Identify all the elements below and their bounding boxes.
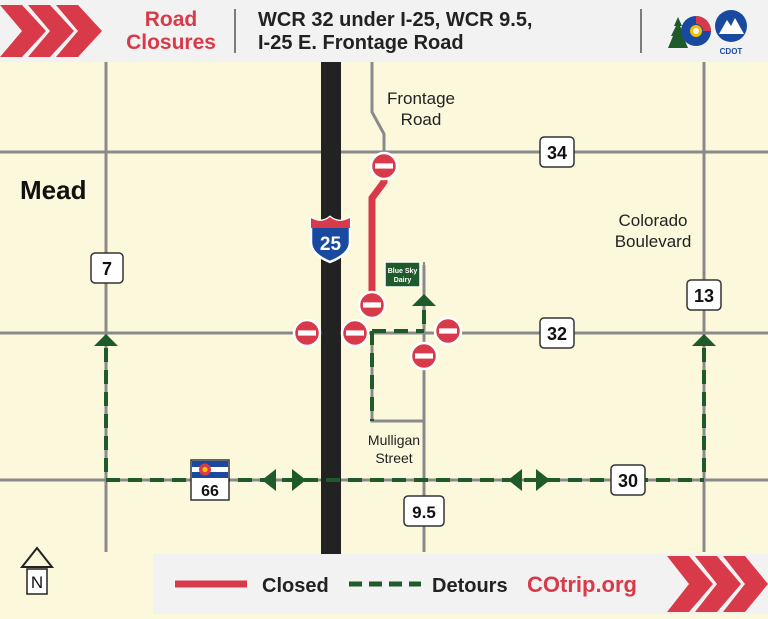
header-title: Road — [145, 8, 198, 31]
interstate-number: 25 — [320, 234, 342, 255]
cotrip-website: COtrip.org — [527, 572, 637, 597]
chevron-icon — [695, 556, 741, 612]
svg-text:7: 7 — [102, 259, 112, 279]
header-bar: Road Closures WCR 32 under I-25, WCR 9.5… — [0, 0, 768, 62]
north-arrow-icon — [19, 546, 55, 568]
interstate-shield: 25 — [309, 215, 352, 264]
mulligan-street-label: Mulligan — [368, 432, 420, 448]
chevron-icon — [667, 556, 713, 612]
svg-text:Dairy: Dairy — [394, 277, 412, 284]
colorado-boulevard-label-2: Boulevard — [615, 232, 692, 251]
mountain-icon — [719, 18, 744, 34]
mulligan-street-label-2: Street — [375, 450, 412, 466]
header-subtitle-2: I-25 E. Frontage Road — [258, 32, 464, 54]
tree-icon — [668, 17, 688, 48]
shield-wcr-30: 30 — [610, 464, 646, 496]
svg-text:30: 30 — [618, 471, 638, 491]
road-shields: 34 32 30 7 13 9.5 — [90, 136, 722, 527]
svg-text:Blue Sky: Blue Sky — [388, 268, 418, 275]
svg-text:13: 13 — [694, 286, 714, 306]
legend-bar: Closed Detours COtrip.org — [153, 554, 768, 614]
svg-text:32: 32 — [547, 324, 567, 344]
colorado-logo — [668, 16, 711, 48]
detour-arrows — [94, 294, 716, 491]
chevron-icon — [28, 5, 74, 57]
shield-wcr-9-5: 9.5 — [403, 495, 445, 527]
legend-detours-label: Detours — [432, 575, 508, 597]
closure-marker — [433, 316, 463, 346]
shield-wcr-32: 32 — [539, 317, 575, 349]
interstate-i25 — [321, 62, 341, 554]
svg-text:66: 66 — [201, 483, 219, 500]
shield-wcr-34: 34 — [539, 136, 575, 168]
colorado-boulevard-label: Colorado — [619, 211, 688, 230]
state-highway-66-shield: 66 — [190, 459, 230, 501]
header-title-2: Closures — [126, 31, 216, 54]
svg-text:CDOT: CDOT — [720, 47, 743, 56]
road-frontage — [370, 62, 386, 152]
closure-marker — [409, 341, 439, 371]
chevron-icon — [723, 556, 768, 612]
frontage-road-label: Frontage — [387, 89, 455, 108]
svg-text:N: N — [31, 573, 43, 592]
closure-marker — [292, 318, 322, 348]
closure-marker — [357, 290, 387, 320]
legend-closed-label: Closed — [262, 575, 329, 597]
svg-text:9.5: 9.5 — [412, 503, 436, 522]
frontage-road-label-2: Road — [401, 110, 442, 129]
header-subtitle: WCR 32 under I-25, WCR 9.5, — [258, 9, 533, 31]
shield-wcr-13: 13 — [686, 279, 722, 311]
closure-marker — [369, 151, 399, 181]
north-arrow: N — [19, 546, 55, 595]
svg-text:34: 34 — [547, 143, 567, 163]
shield-wcr-7: 7 — [90, 252, 124, 284]
town-label-mead: Mead — [20, 175, 86, 205]
blue-sky-dairy-sign: Blue Sky Dairy — [384, 261, 425, 290]
cdot-logo: CDOT — [715, 10, 747, 56]
closure-marker — [340, 318, 370, 348]
chevron-icon — [56, 5, 102, 57]
chevron-icon — [0, 5, 46, 57]
